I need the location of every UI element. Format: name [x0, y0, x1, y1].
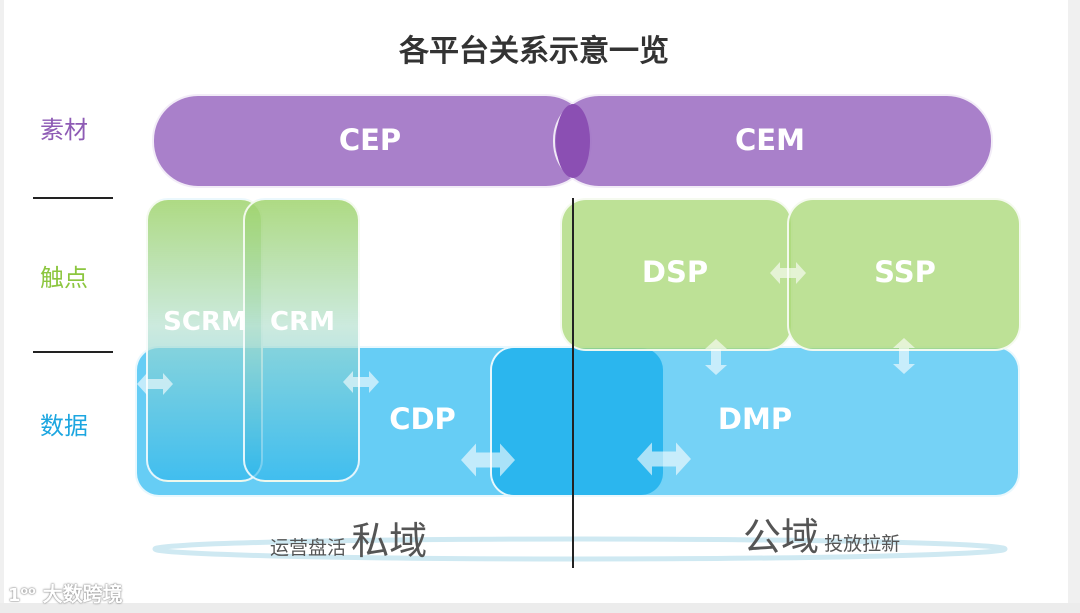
dsp-block	[560, 198, 793, 351]
watermark-logo-icon: 1oo	[8, 584, 36, 606]
row-label-data: 数据	[40, 412, 88, 440]
cem-label: CEM	[735, 123, 805, 157]
double-arrow-icon	[137, 373, 173, 395]
double-arrow-icon	[637, 442, 691, 476]
dmp-label: DMP	[717, 402, 793, 436]
double-arrow-vertical-icon	[893, 338, 915, 374]
divider	[33, 197, 113, 199]
diagram-title: 各平台关系示意一览	[399, 34, 669, 69]
double-arrow-vertical-icon	[705, 339, 727, 375]
private-domain-caption: 运营盘活 私域	[270, 510, 427, 565]
divider	[33, 351, 113, 353]
cep-cem-overlap	[556, 104, 590, 178]
row-label-material: 素材	[40, 116, 88, 144]
dsp-label: DSP	[641, 255, 709, 289]
cem-block	[553, 94, 993, 188]
double-arrow-icon	[770, 262, 806, 284]
watermark: 1oo 大数跨境	[8, 578, 123, 607]
crm-block	[243, 198, 360, 482]
private-domain-label: 私域	[351, 519, 428, 563]
cdp-label: CDP	[389, 402, 456, 436]
cdp-dmp-overlap	[492, 348, 663, 495]
public-domain-label: 公域	[743, 515, 820, 559]
frame-edge	[1068, 0, 1080, 613]
crm-label: CRM	[270, 307, 335, 337]
cep-label: CEP	[338, 123, 402, 157]
ssp-block	[787, 198, 1021, 351]
frame-edge	[0, 0, 4, 613]
cep-block	[152, 94, 592, 188]
double-arrow-icon	[343, 371, 379, 393]
ground-ellipse	[152, 536, 1008, 562]
frame-edge	[0, 603, 1080, 613]
private-domain-prefix: 运营盘活	[270, 537, 347, 559]
watermark-text: 大数跨境	[42, 582, 123, 606]
public-domain-suffix: 投放拉新	[824, 533, 901, 555]
scrm-label: SCRM	[163, 307, 247, 337]
double-arrow-icon	[461, 443, 515, 477]
row-label-touchpoint: 触点	[40, 264, 88, 292]
ssp-label: SSP	[874, 255, 936, 289]
public-domain-caption: 公域 投放拉新	[743, 506, 900, 561]
